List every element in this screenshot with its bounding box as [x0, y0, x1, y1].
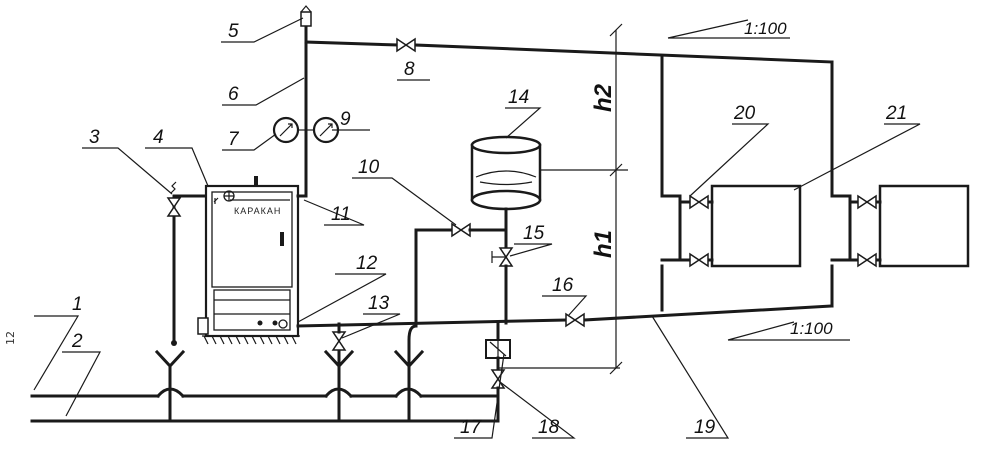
label-21: 21 [885, 103, 907, 124]
label-17: 17 [460, 417, 483, 438]
riser-6 [296, 5, 312, 198]
label-3: 3 [89, 127, 100, 148]
height-dimensions: h2 h1 [540, 23, 628, 375]
safety-valve-3 [166, 181, 208, 346]
dimension-h1: h1 [590, 230, 617, 258]
label-1: 1 [72, 294, 83, 315]
label-15: 15 [523, 223, 545, 244]
label-11: 11 [331, 204, 351, 225]
label-12: 12 [356, 253, 378, 274]
leader-lines [33, 17, 921, 439]
slope-upper: 1:100 [744, 19, 787, 38]
main-lines [30, 387, 500, 423]
label-14: 14 [508, 87, 529, 108]
slope-lower: 1:100 [790, 319, 833, 338]
gauges [272, 116, 340, 144]
return-line [296, 222, 834, 398]
supply-line [304, 37, 834, 198]
makeup-line [485, 321, 620, 423]
label-8: 8 [404, 59, 415, 80]
slope-indicators: 1:100 1:100 [667, 19, 850, 341]
label-10: 10 [358, 157, 380, 178]
radiators [660, 184, 970, 268]
label-9: 9 [340, 109, 351, 130]
label-18: 18 [538, 417, 560, 438]
label-4: 4 [153, 127, 164, 148]
label-6: 6 [228, 84, 239, 105]
dimension-h2: h2 [590, 83, 617, 112]
label-5: 5 [228, 21, 239, 42]
label-7: 7 [228, 129, 240, 150]
label-19: 19 [694, 417, 716, 438]
label-16: 16 [552, 275, 574, 296]
label-2: 2 [71, 331, 83, 352]
drain-funnels [154, 349, 425, 423]
expansion-tank [470, 135, 542, 325]
boiler-brand-label: КАРАКАН [234, 206, 281, 216]
number-labels: 1 2 3 4 5 6 7 8 9 10 11 12 13 14 15 16 1… [71, 21, 907, 438]
boiler: КАРАКАН [197, 176, 300, 345]
label-20: 20 [733, 103, 756, 124]
page-number: 12 [4, 331, 17, 345]
label-13: 13 [368, 293, 390, 314]
